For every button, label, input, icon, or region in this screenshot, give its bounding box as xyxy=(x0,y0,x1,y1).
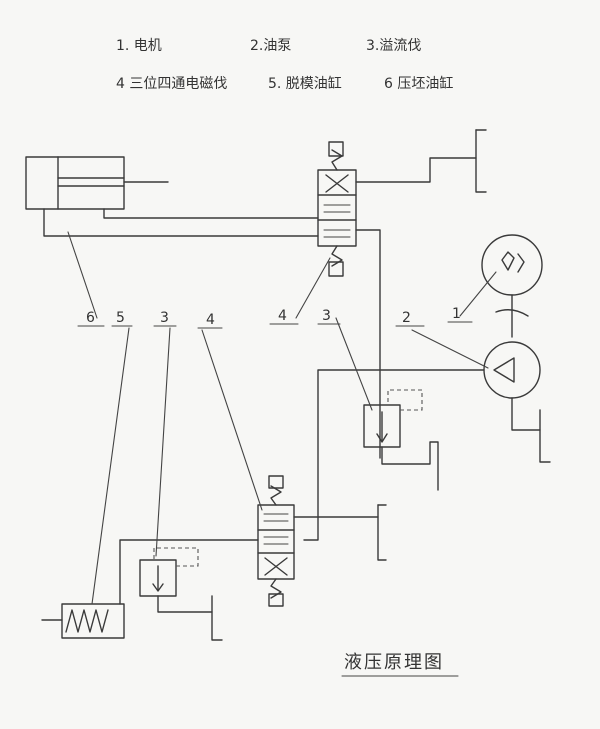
upper-return-line xyxy=(355,157,477,183)
legend-item-press-cylinder: 6 压坯油缸 xyxy=(384,75,453,92)
press-cylinder-line-b xyxy=(43,208,319,237)
legend-item-demold-cylinder: 5. 脱模油缸 xyxy=(268,75,342,92)
legend-item-relief-valve: 3.溢流伐 xyxy=(366,38,421,54)
lower-tank-icon xyxy=(377,504,387,561)
label-relief-valve-upper: 3 xyxy=(322,308,331,324)
label-motor: 1 xyxy=(452,306,461,322)
pump xyxy=(483,341,551,463)
pump-triangle-icon xyxy=(493,357,515,383)
label-solenoid-valve-lower: 4 xyxy=(206,312,215,328)
leader-lines xyxy=(67,231,497,605)
press-cylinder xyxy=(25,156,169,210)
label-demold-cylinder: 5 xyxy=(116,310,125,326)
lower-solenoid-coil-icon xyxy=(268,475,284,489)
lower-solenoid-coil-icon xyxy=(268,593,284,607)
pressure-main-line xyxy=(355,229,381,459)
diagram-title: 液压原理图 xyxy=(344,652,444,673)
legend-item-pump: 2.油泵 xyxy=(250,38,291,54)
label-solenoid-valve-upper: 4 xyxy=(278,308,287,324)
pump-outlet-line xyxy=(303,369,485,541)
label-relief-valve-lower: 3 xyxy=(160,310,169,326)
press-cylinder-line-a xyxy=(103,208,319,219)
legend-item-solenoid-valve: 4 三位四通电磁伐 xyxy=(116,76,227,92)
upper-solenoid-coil-icon xyxy=(328,141,344,157)
demold-cylinder xyxy=(41,603,125,639)
upper-relief-valve xyxy=(363,389,439,491)
legend-item-motor: 1. 电机 xyxy=(116,38,162,54)
rotation-arrow-icon xyxy=(495,309,529,317)
upper-solenoid-valve xyxy=(317,141,357,277)
motor xyxy=(481,234,543,338)
lower-solenoid-valve xyxy=(257,475,295,607)
lower-supply-line xyxy=(119,539,259,605)
label-press-cylinder: 6 xyxy=(86,310,95,326)
upper-tank-icon xyxy=(475,129,487,193)
label-pump: 2 xyxy=(402,310,411,326)
upper-solenoid-coil-icon xyxy=(328,261,344,277)
lower-relief-valve xyxy=(139,547,223,641)
spring-icon xyxy=(65,609,109,633)
